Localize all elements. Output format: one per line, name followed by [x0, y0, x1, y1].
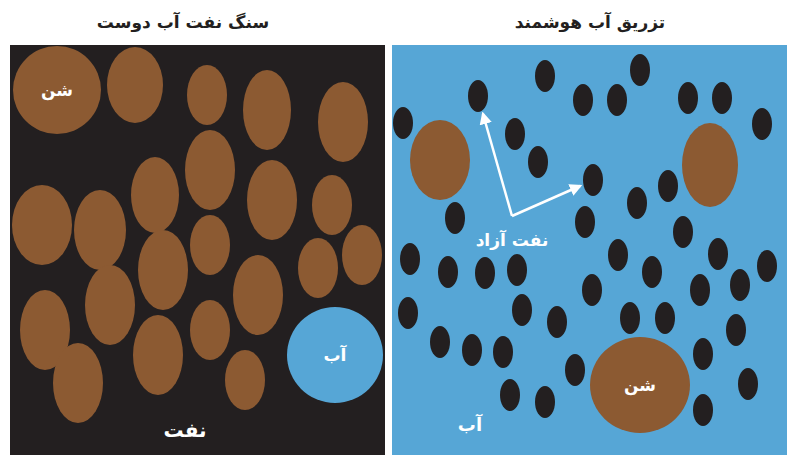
oil-drop	[393, 107, 413, 139]
oil-drop	[757, 250, 777, 282]
oil-drop	[655, 302, 675, 334]
sand-grain	[131, 157, 179, 233]
sand-grain-fill	[13, 46, 101, 134]
sand-grain	[185, 130, 235, 210]
sand-grain	[233, 255, 283, 335]
sand-grain	[12, 185, 72, 265]
oil-drop	[583, 164, 603, 196]
sand-grain	[342, 225, 382, 285]
oil-drop	[708, 238, 728, 270]
oil-drop	[730, 269, 750, 301]
oil-drop	[627, 187, 647, 219]
oil-drop	[658, 170, 678, 202]
oil-drop	[528, 146, 548, 178]
sand-grain	[74, 190, 126, 270]
water-circle-fill	[287, 307, 383, 403]
sand-grain	[53, 343, 103, 423]
shape-label: شن	[624, 375, 656, 395]
oil-drop	[582, 274, 602, 306]
oil-drop	[400, 243, 420, 275]
oil-drop	[547, 306, 567, 338]
oil-drop	[630, 54, 650, 86]
oil-drop	[398, 297, 418, 329]
panel-label: نفت	[163, 418, 206, 442]
sand-grain	[410, 120, 470, 200]
panel-heading: تزریق آب هوشمند	[515, 12, 666, 32]
oil-drop	[505, 118, 525, 150]
oil-drop	[620, 302, 640, 334]
oil-drop	[712, 82, 732, 114]
panel-heading: سنگ نفت آب دوست	[97, 12, 269, 32]
oil-drop	[738, 368, 758, 400]
water-circle: آب	[287, 307, 383, 403]
water-panel: تزریق آب هوشمندآبشن	[392, 45, 787, 455]
pointer-arrow	[483, 114, 512, 216]
oil-drop	[690, 274, 710, 306]
sand-grain	[107, 47, 163, 123]
sand-grain	[187, 65, 227, 125]
oil-drops	[393, 54, 777, 426]
pointer-arrows	[483, 114, 580, 216]
oil-drop	[507, 254, 527, 286]
oil-drop	[493, 336, 513, 368]
oil-drop	[430, 326, 450, 358]
oil-rock-panel: سنگ نفت آب دوستنفتشنآب	[10, 45, 385, 455]
sand-grain	[190, 300, 230, 360]
shape-label: شن	[41, 80, 73, 100]
sand-grain	[243, 70, 291, 150]
oil-drop	[500, 379, 520, 411]
oil-drop	[445, 202, 465, 234]
sand-grain	[247, 160, 297, 240]
oil-drop	[673, 216, 693, 248]
oil-drop	[438, 256, 458, 288]
oil-drop	[608, 239, 628, 271]
oil-drop	[535, 386, 555, 418]
sand-grain	[138, 230, 188, 310]
oil-drop	[573, 84, 593, 116]
oil-drop	[693, 338, 713, 370]
oil-drop	[607, 84, 627, 116]
sand-grain	[225, 350, 265, 410]
oil-ground	[10, 45, 385, 455]
oil-drop	[535, 60, 555, 92]
sand-grain-fill	[590, 337, 690, 433]
sand-grain: شن	[13, 46, 101, 134]
water-ground	[392, 45, 787, 455]
sand-grain	[133, 315, 183, 395]
oil-drop	[693, 394, 713, 426]
pointer-arrow	[512, 186, 580, 216]
sand-grain	[298, 238, 338, 298]
oil-drop	[512, 294, 532, 326]
oil-drop	[468, 80, 488, 112]
sand-grain	[190, 215, 230, 275]
oil-drop	[565, 354, 585, 386]
oil-drop	[678, 82, 698, 114]
sand-grain	[85, 265, 135, 345]
oil-drop	[642, 256, 662, 288]
oil-drop	[475, 257, 495, 289]
oil-drop	[462, 334, 482, 366]
oil-drop	[575, 206, 595, 238]
sand-grain: شن	[590, 337, 690, 433]
oil-drop	[752, 108, 772, 140]
shape-label: آب	[324, 345, 347, 365]
sand-grain	[682, 123, 738, 207]
sand-grain	[318, 82, 368, 162]
oil-drop	[726, 314, 746, 346]
panel-label: آب	[458, 414, 482, 436]
callout-label: نفت آزاد	[476, 230, 549, 250]
sand-grain	[312, 175, 352, 235]
